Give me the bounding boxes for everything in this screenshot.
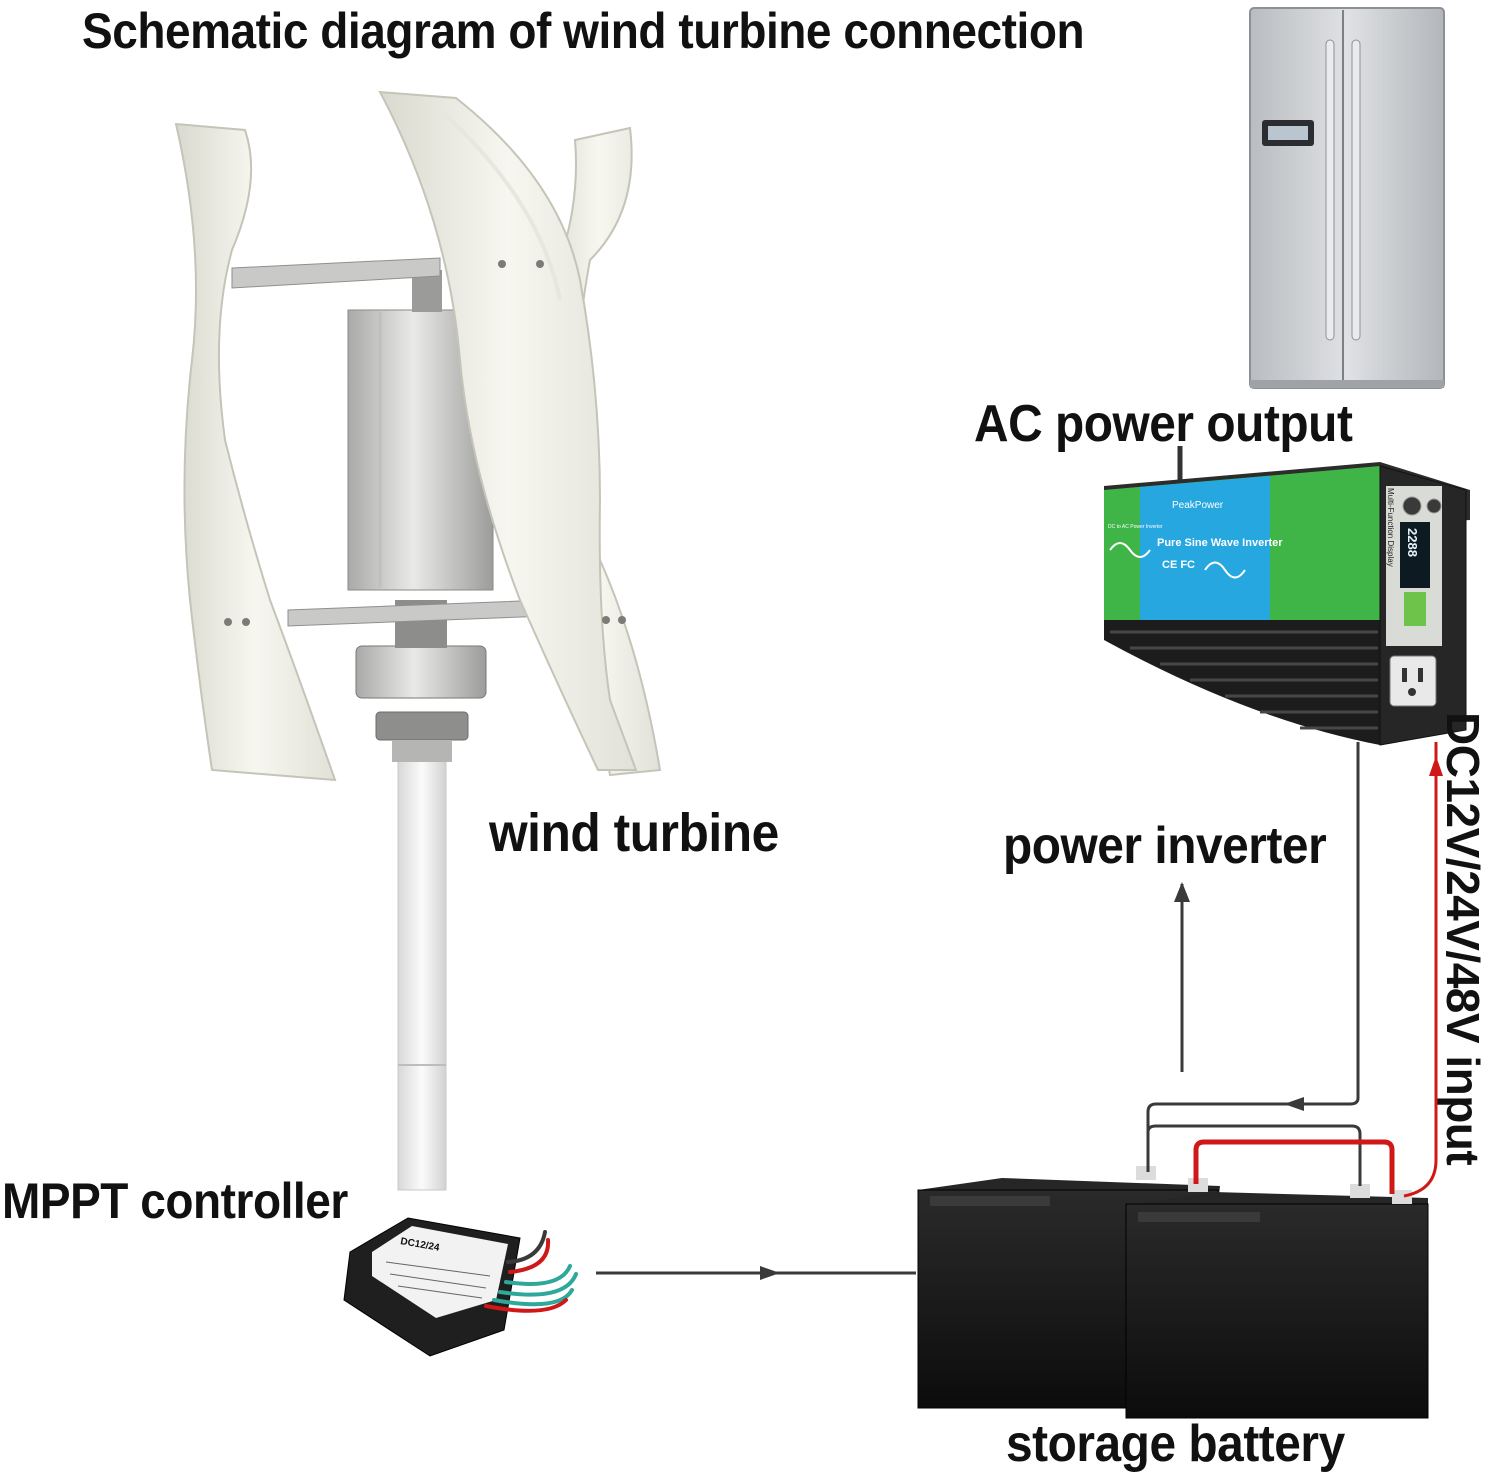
ac-outlet <box>1389 655 1437 707</box>
storage-battery <box>917 1166 1429 1419</box>
turbine-flange <box>375 711 469 741</box>
battery-front <box>1125 1203 1429 1419</box>
wind-turbine-label: wind turbine <box>489 803 779 863</box>
power-inverter: PeakPower Pure Sine Wave Inverter DC to … <box>1104 446 1470 746</box>
connection-wires <box>596 742 1443 1280</box>
wire-battery-series <box>1146 1124 1362 1186</box>
wire-battery-positive-link <box>1193 1139 1395 1194</box>
mppt-controller-label: MPPT controller <box>2 1173 348 1229</box>
upper-arm <box>231 257 441 289</box>
wind-turbine <box>174 90 662 1191</box>
generator-housing <box>355 645 487 699</box>
inverter-side-text: DC to AC Power Inverter <box>1108 524 1163 530</box>
inverter-lcd <box>1400 522 1430 588</box>
refrigerator <box>1249 7 1445 389</box>
inverter-power-button <box>1402 496 1422 516</box>
fridge-handle-left <box>1325 39 1335 341</box>
blade-front <box>378 90 638 771</box>
inverter-display-value: 2288 <box>1405 528 1420 557</box>
turbine-pole <box>397 759 447 1191</box>
inverter-face-blue <box>1140 476 1270 620</box>
inverter-brand: PeakPower <box>1172 500 1224 511</box>
inverter-display-title: Multi-Function Display <box>1386 488 1395 567</box>
ac-output-label: AC power output <box>974 395 1353 453</box>
wire-dc-input <box>1403 742 1438 1198</box>
mppt-controller: DC12/24 <box>343 1217 578 1357</box>
fridge-handle-right <box>1351 39 1361 341</box>
inverter-cert: CE FC <box>1162 559 1195 571</box>
power-inverter-label: power inverter <box>1003 817 1327 875</box>
controller-label-plate <box>372 1226 508 1318</box>
diagram-title: Schematic diagram of wind turbine connec… <box>82 3 1085 59</box>
blade-left <box>174 122 337 782</box>
wire-inverter-negative <box>1146 742 1360 1172</box>
dc-input-label: DC12V/24V/48V input <box>1437 712 1489 1166</box>
inverter-model: Pure Sine Wave Inverter <box>1157 537 1283 549</box>
storage-battery-label: storage battery <box>1006 1415 1345 1473</box>
